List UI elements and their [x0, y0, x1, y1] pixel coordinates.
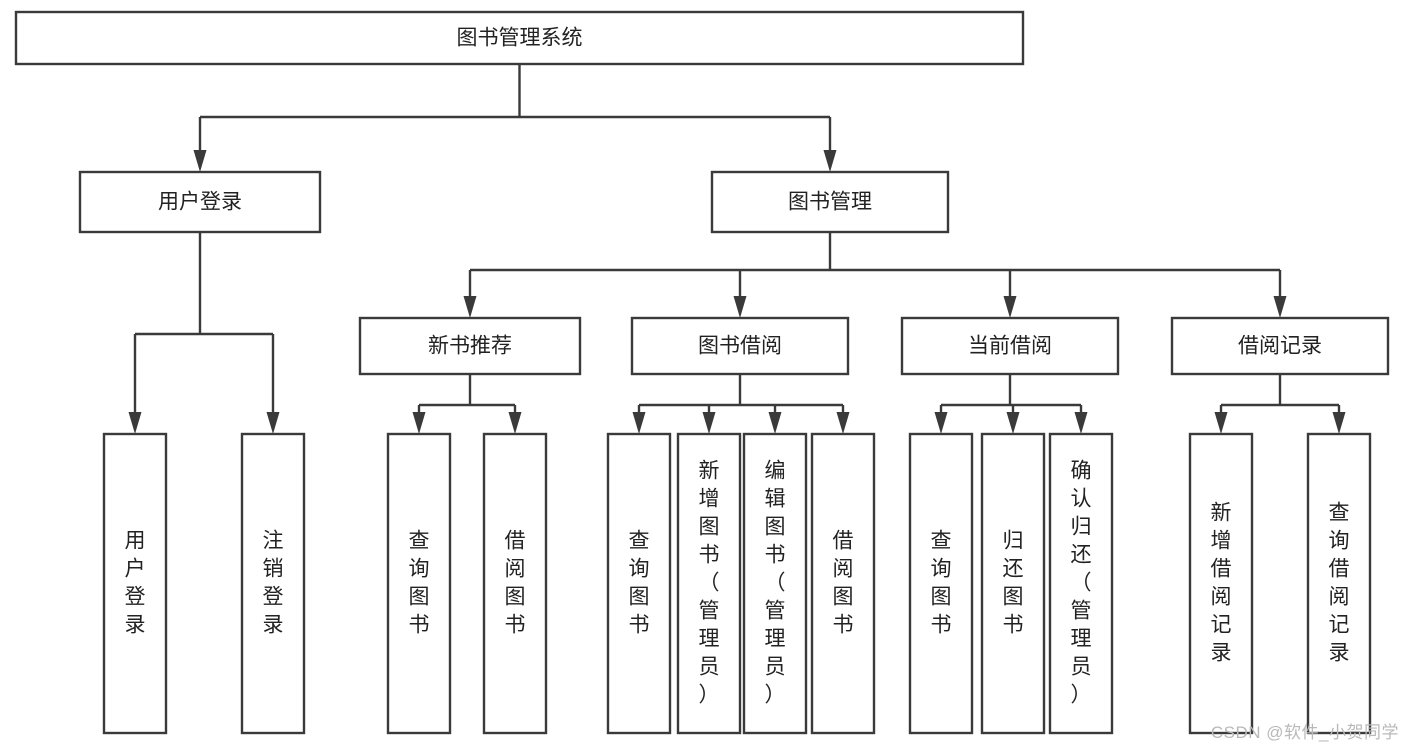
- connector-arrow-icon: [508, 412, 522, 434]
- node-label: 图书管理系统: [457, 27, 583, 50]
- connector-arrow-icon: [266, 412, 280, 434]
- node-box: [240, 432, 306, 735]
- connector-arrow-icon: [1003, 296, 1017, 318]
- node-box: [1170, 316, 1390, 376]
- node-box: [710, 170, 950, 234]
- node-box: [630, 316, 850, 376]
- node-box: [900, 316, 1120, 376]
- node-box: [980, 432, 1046, 735]
- node-leaf-user-logout[interactable]: 注销登录: [240, 432, 306, 735]
- node-box: [676, 432, 742, 735]
- connector-arrow-icon: [632, 412, 646, 434]
- node-box: [1306, 432, 1372, 735]
- node-box: [14, 10, 1025, 66]
- node-borrow[interactable]: 图书借阅: [630, 316, 850, 376]
- node-login[interactable]: 用户登录: [78, 170, 322, 234]
- node-newbook[interactable]: 新书推荐: [358, 316, 582, 376]
- connector-arrow-icon: [193, 150, 207, 172]
- node-box: [606, 432, 672, 735]
- connector-arrow-icon: [733, 296, 747, 318]
- node-current[interactable]: 当前借阅: [900, 316, 1120, 376]
- connector-arrow-icon: [1074, 412, 1088, 434]
- node-label: 新增借阅记录: [1211, 501, 1232, 664]
- node-label: 图书管理: [788, 191, 872, 214]
- node-box: [1048, 432, 1114, 735]
- watermark-text: CSDN @软件_小贺同学: [1210, 723, 1399, 742]
- connector-arrow-icon: [1273, 296, 1287, 318]
- connector-arrow-icon: [1332, 412, 1346, 434]
- node-bookmgmt[interactable]: 图书管理: [710, 170, 950, 234]
- connector-arrow-icon: [412, 412, 426, 434]
- node-box: [742, 432, 808, 735]
- node-box: [102, 432, 168, 735]
- node-leaf-nb-borrow[interactable]: 借阅图书: [482, 432, 548, 735]
- node-leaf-bo-query[interactable]: 查询图书: [606, 432, 672, 735]
- node-label: 归还图书: [1003, 529, 1024, 636]
- node-label: 查询图书: [629, 529, 650, 636]
- node-label: 查询图书: [931, 529, 952, 636]
- node-label: 新增图书（管理员）: [699, 459, 720, 706]
- connector-arrow-icon: [823, 150, 837, 172]
- node-label: 用户登录: [125, 529, 146, 636]
- node-box: [482, 432, 548, 735]
- node-leaf-cu-query[interactable]: 查询图书: [908, 432, 974, 735]
- node-leaf-cu-confirm[interactable]: 确认归还（管理员）: [1048, 432, 1114, 735]
- node-label: 当前借阅: [968, 335, 1052, 358]
- connector-layer: [128, 64, 1346, 434]
- node-label: 借阅图书: [505, 529, 526, 636]
- node-leaf-bo-edit[interactable]: 编辑图书（管理员）: [742, 432, 808, 735]
- node-label: 注销登录: [263, 529, 284, 636]
- node-label: 查询图书: [409, 529, 430, 636]
- node-label: 借阅记录: [1238, 335, 1322, 358]
- node-box: [78, 170, 322, 234]
- node-label: 图书借阅: [698, 335, 782, 358]
- node-box: [908, 432, 974, 735]
- node-leaf-bo-add[interactable]: 新增图书（管理员）: [676, 432, 742, 735]
- node-label: 编辑图书（管理员）: [765, 459, 786, 706]
- node-label: 用户登录: [158, 191, 242, 214]
- connector-arrow-icon: [702, 412, 716, 434]
- node-leaf-cu-return[interactable]: 归还图书: [980, 432, 1046, 735]
- node-leaf-re-query[interactable]: 查询借阅记录: [1306, 432, 1372, 735]
- node-box: [1188, 432, 1254, 735]
- node-leaf-user-login[interactable]: 用户登录: [102, 432, 168, 735]
- connector-arrow-icon: [1006, 412, 1020, 434]
- node-leaf-re-add[interactable]: 新增借阅记录: [1188, 432, 1254, 735]
- connector-arrow-icon: [836, 412, 850, 434]
- node-leaf-bo-borrow[interactable]: 借阅图书: [810, 432, 876, 735]
- node-label: 借阅图书: [833, 529, 854, 636]
- node-root[interactable]: 图书管理系统: [14, 10, 1025, 66]
- node-box: [386, 432, 452, 735]
- node-label: 查询借阅记录: [1329, 501, 1350, 664]
- connector-arrow-icon: [1214, 412, 1228, 434]
- node-leaf-nb-query[interactable]: 查询图书: [386, 432, 452, 735]
- node-box: [810, 432, 876, 735]
- node-label: 确认归还（管理员）: [1071, 459, 1092, 706]
- connector-arrow-icon: [463, 296, 477, 318]
- node-box: [358, 316, 582, 376]
- connector-arrow-icon: [934, 412, 948, 434]
- node-label: 新书推荐: [428, 335, 512, 358]
- node-layer: 图书管理系统用户登录图书管理新书推荐图书借阅当前借阅借阅记录用户登录注销登录查询…: [14, 10, 1390, 735]
- connector-arrow-icon: [768, 412, 782, 434]
- node-records[interactable]: 借阅记录: [1170, 316, 1390, 376]
- connector-arrow-icon: [128, 412, 142, 434]
